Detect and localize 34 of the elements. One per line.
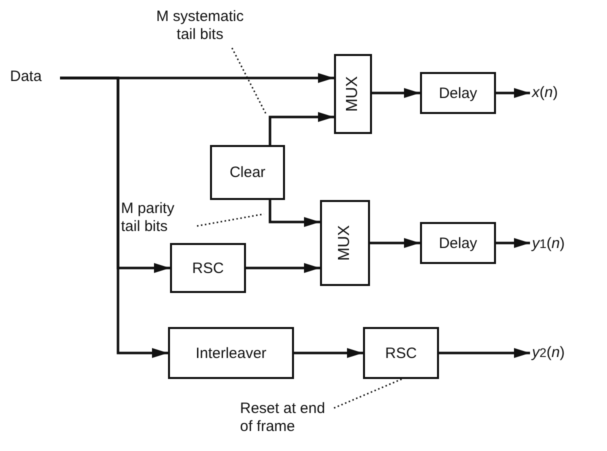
encoder-box (363, 327, 439, 379)
arrow (439, 348, 530, 358)
clear-box (210, 145, 285, 200)
interleaver-box (168, 327, 294, 379)
arrow (268, 112, 334, 145)
annotation-text: M systematic tail bits (148, 4, 252, 48)
encoder-label: RSC (385, 344, 417, 362)
leader-line (334, 378, 402, 409)
arrow (496, 238, 530, 248)
arrow (268, 200, 320, 227)
annotation-text: M parity tail bits (121, 196, 197, 240)
clear-label: Clear (230, 164, 266, 181)
arrow (60, 76, 168, 358)
delay-label: Delay (438, 84, 478, 102)
interleaver-label: Interleaver (196, 344, 266, 362)
leader-line (231, 48, 267, 114)
annotation-text: Reset at end of frame (240, 396, 334, 440)
arrow (294, 348, 363, 358)
arrow (372, 88, 420, 98)
arrow (496, 88, 530, 98)
output-label: x(n) (530, 80, 594, 106)
encoder-label: RSC (192, 260, 224, 276)
multiplexer-box (334, 54, 372, 134)
delay-label: Delay (438, 234, 478, 252)
delay-box (420, 72, 496, 114)
multiplexer-box (320, 200, 370, 286)
encoder-box (170, 243, 246, 293)
delay-box (420, 222, 496, 264)
arrow (370, 238, 420, 248)
leader-line (196, 213, 264, 227)
multiplexer-label: MUX (336, 225, 354, 261)
multiplexer-label: MUX (344, 76, 362, 112)
input-label: Data (10, 64, 60, 90)
arrow (246, 263, 320, 273)
